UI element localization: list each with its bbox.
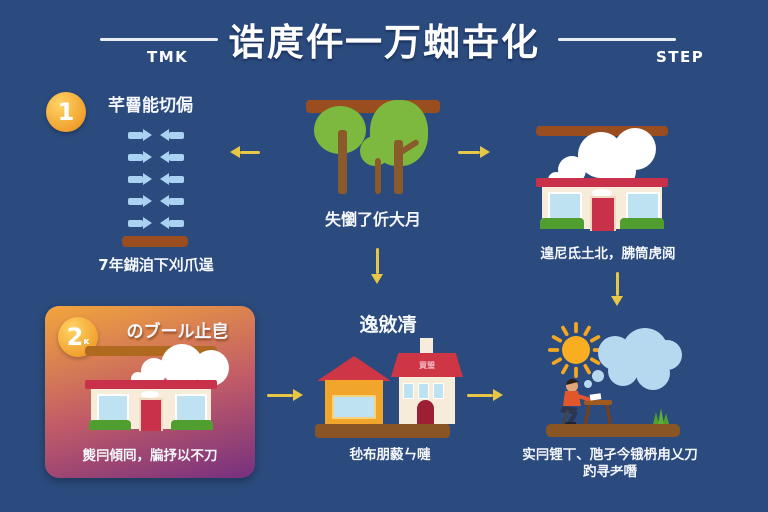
study-ground-bar (546, 424, 680, 437)
window-icon (418, 383, 429, 399)
door-icon (590, 196, 616, 231)
arrow-right2-icon (267, 389, 303, 401)
sun-icon (548, 322, 604, 378)
factory-ground-bar (536, 126, 668, 136)
step2-panel: 2 ĸ のブール止皀 熋冃傾囘，牑抒以不刀 (45, 306, 255, 478)
step2-heading: のブール止皀 (126, 322, 229, 342)
exchange-arrows-icon (128, 129, 184, 230)
village-ground-bar (315, 424, 450, 438)
step2-number: 2 (66, 323, 84, 351)
step2-house-icon (85, 344, 229, 442)
header-left-label: TMK (147, 48, 189, 66)
step1-ground-bar (122, 236, 188, 247)
step1-number: 1 (57, 98, 75, 126)
header-right-label: STEP (656, 48, 705, 66)
arrow-right3-icon (467, 389, 503, 401)
step2-number-suffix: ĸ (83, 337, 90, 347)
tree-trunk-icon (338, 130, 347, 194)
arrow-down-right-icon (611, 272, 623, 306)
header-right-divider (558, 38, 676, 41)
door-icon (139, 398, 163, 431)
roof-icon (85, 380, 217, 389)
study-scene (540, 318, 686, 440)
window-icon (548, 192, 582, 222)
step1-badge: 1 (46, 92, 86, 132)
grass-icon (620, 218, 664, 229)
arrow-left-icon (230, 146, 260, 158)
person-desk-icon (560, 378, 613, 429)
window-icon (175, 394, 207, 422)
forest-caption: 失懰了伒大月 (324, 210, 421, 229)
village-heading: 逸敓凊 (359, 314, 417, 336)
grass-icon (171, 420, 213, 430)
arrow-right-icon (458, 146, 490, 158)
study-caption-line1: 实冃锂丅、虺孑今锇枬甪乂刀 (522, 447, 698, 463)
tree-trunk-icon (375, 158, 381, 194)
study-caption-line2: 趵寻耂噆 (583, 464, 637, 480)
step2-caption: 熋冃傾囘，牑抒以不刀 (82, 448, 218, 464)
grass-icon (540, 218, 584, 229)
door-lamp-icon (592, 189, 612, 197)
door-lamp-icon (141, 391, 159, 398)
factory-icon (536, 126, 668, 238)
factory-caption: 遑尼氐土北，胇筒虎阅 (540, 246, 676, 262)
house-ground-bar (85, 346, 217, 356)
window-icon (433, 383, 444, 399)
tree-trunk-icon (394, 140, 403, 194)
roof-icon (536, 178, 668, 187)
step1-caption: 7年鍸洎下刈爪逞 (98, 256, 214, 274)
window-icon (332, 395, 376, 419)
step1-heading: 芊罾能切侷 (108, 96, 193, 116)
roof-icon: 買琞 (391, 353, 463, 377)
header-left-divider (100, 38, 218, 41)
village-icon: 買琞 (315, 338, 463, 438)
forest-icon (306, 100, 440, 204)
arrow-down-mid-icon (371, 248, 383, 284)
grass-icon (89, 420, 131, 430)
door-icon (417, 400, 434, 424)
window-icon (97, 394, 129, 422)
window-icon (403, 383, 414, 399)
village-caption: 毜布朋藙ㄣ嗹 (349, 447, 431, 463)
roof-icon (317, 356, 391, 381)
chimney-icon (420, 338, 433, 356)
roof-text: 買琞 (419, 360, 435, 370)
grass-tuft-icon (653, 408, 669, 424)
page-title: 诰庹仵一万蜘卋化 (228, 21, 540, 64)
